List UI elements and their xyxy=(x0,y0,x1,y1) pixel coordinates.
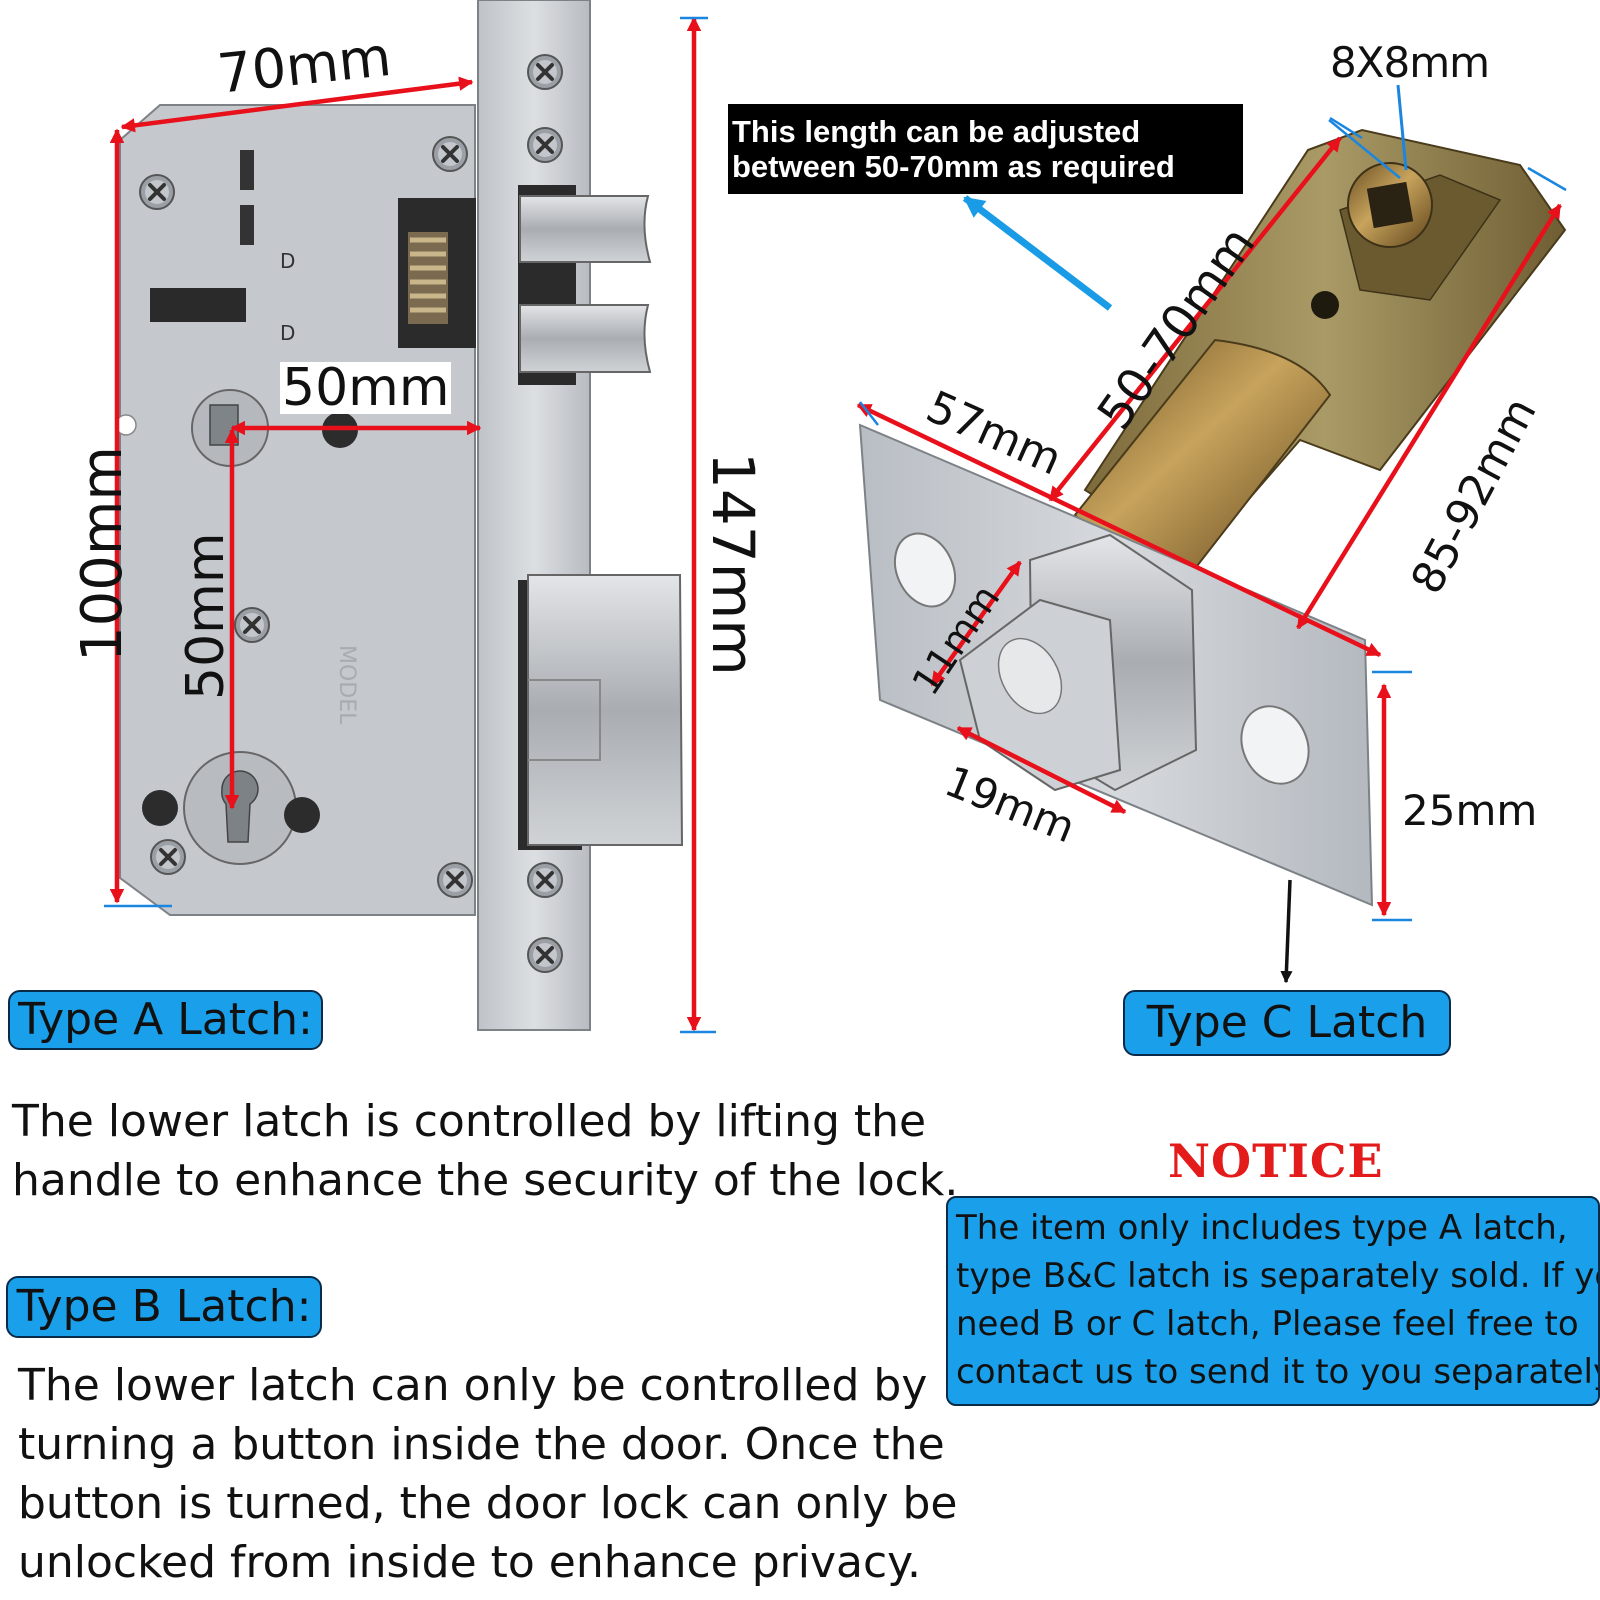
type-c-label: Type C Latch xyxy=(1123,990,1451,1056)
arrow-19mm xyxy=(956,725,1127,815)
notice-line-3: need B or C latch, Please feel free to xyxy=(956,1304,1579,1344)
dimension-100mm: 100mm xyxy=(70,446,135,662)
type-b-line-4: unlocked from inside to enhance privacy. xyxy=(18,1537,921,1588)
mortise-latch-bolts xyxy=(519,195,684,846)
notice-title: NOTICE xyxy=(1168,1134,1384,1188)
arrow-85-92mm xyxy=(1296,203,1562,630)
type-b-label: Type B Latch: xyxy=(6,1276,322,1338)
type-a-ticks xyxy=(104,16,716,1034)
callout-line-1: This length can be adjusted xyxy=(732,114,1141,149)
mortise-lock-body: D D MODEL xyxy=(115,104,476,916)
type-a-label: Type A Latch: xyxy=(8,990,323,1050)
notice-line-1: The item only includes type A latch, xyxy=(956,1208,1568,1248)
dimension-50mm-horizontal: 50mm xyxy=(280,358,452,418)
spindle-pointer xyxy=(1328,84,1408,179)
notice-line-4: contact us to send it to you separately. xyxy=(956,1352,1600,1392)
adjustable-length-callout: This length can be adjusted between 50-7… xyxy=(728,104,1243,194)
arrow-70mm xyxy=(120,76,474,133)
type-a-dimension-arrows xyxy=(109,16,702,1032)
svg-text:D: D xyxy=(280,321,295,345)
notice-line-2: type B&C latch is separately sold. If yo… xyxy=(956,1256,1600,1296)
callout-pointer xyxy=(962,195,1113,311)
dimension-147mm: 147mm xyxy=(699,452,767,676)
callout-line-2: between 50-70mm as required xyxy=(732,149,1175,184)
type-b-line-2: turning a button inside the door. Once t… xyxy=(18,1419,945,1470)
type-b-line-3: button is turned, the door lock can only… xyxy=(18,1478,958,1529)
type-c-pointer xyxy=(1280,879,1293,984)
mortise-faceplate xyxy=(477,0,591,1031)
type-a-line-2: handle to enhance the security of the lo… xyxy=(12,1155,959,1206)
svg-text:D: D xyxy=(280,249,295,273)
arrow-57mm xyxy=(856,402,1382,658)
type-c-ticks xyxy=(859,116,1567,922)
type-a-description: The lower latch is controlled by lifting… xyxy=(12,1092,958,1210)
arrow-11mm xyxy=(930,560,1022,687)
type-b-description: The lower latch can only be controlled b… xyxy=(18,1356,958,1592)
type-c-dimension-arrows xyxy=(856,136,1562,917)
svg-text:MODEL: MODEL xyxy=(334,645,359,725)
type-b-line-1: The lower latch can only be controlled b… xyxy=(18,1360,928,1411)
notice-box: The item only includes type A latch, typ… xyxy=(946,1196,1600,1406)
dimension-25mm: 25mm xyxy=(1402,786,1538,835)
type-a-line-1: The lower latch is controlled by lifting… xyxy=(12,1096,927,1147)
dimension-8x8mm: 8X8mm xyxy=(1330,38,1490,87)
dimension-50mm-vertical: 50mm xyxy=(176,532,236,700)
